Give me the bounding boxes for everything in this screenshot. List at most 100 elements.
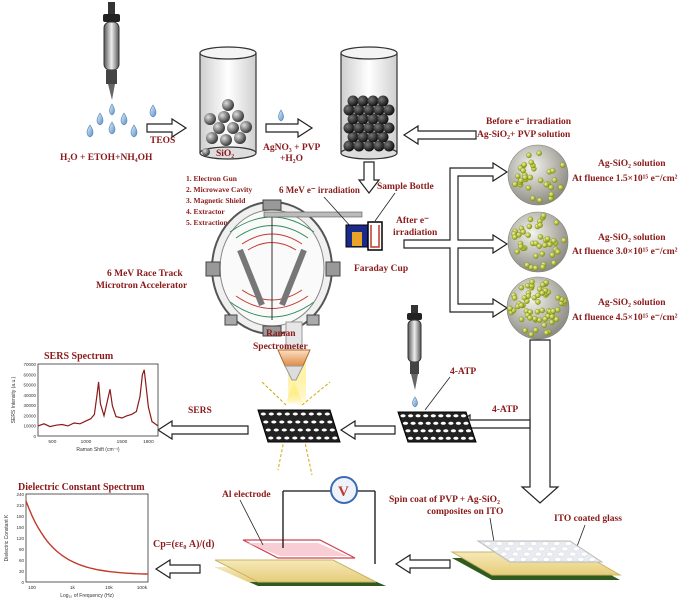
fluence3-line1: Ag-SiO₂ solution [598,298,666,308]
chip-dot [420,429,426,433]
accelerator-line2: Microtron Accelerator [96,281,188,291]
agno3-line1: AgNO₃ + PVP [263,143,321,153]
cp-formula: Cp=(εε₀ A)/(d) [153,539,214,550]
arrow-down-right [520,339,560,504]
mev-label: 6 MeV e⁻ irradiation [279,185,360,195]
voltmeter-label: V [338,484,349,500]
chip-dot [292,436,298,440]
chip-dot [284,412,290,416]
chip-dot [405,429,411,433]
ag-sio2-particle [373,140,385,152]
ito-dot [549,546,557,552]
ito-dot [541,541,549,546]
parts-list-item: 5. Extraction Port [186,218,244,227]
chip-dot [428,429,434,433]
agno3-line2: +H₂O [280,154,303,164]
ito-dot [580,551,588,557]
chip-dot [276,412,282,416]
ito-dot [511,551,519,557]
ag-sio2-particle [367,131,379,143]
ito-dot [515,546,523,552]
al-pointer-line [239,499,264,546]
chip-dot [308,412,314,416]
diel-ytick: 30 [19,569,25,574]
ag-sio2-particle [357,113,369,125]
sio2-particle [220,134,232,146]
sample-bottle-icon [345,221,383,251]
chip-dot [407,436,414,440]
chip-dot [468,436,474,440]
ito-dot [565,557,573,562]
ag-sio2-sphere-1 [507,144,569,206]
ito-dot [530,541,538,546]
chip-dot [303,420,309,424]
chip-dot [268,436,274,440]
fluence1-line2: At fluence 1.5×10¹⁵ e⁻/cm² [572,174,678,184]
ito-dot [572,546,580,552]
chip-dot [413,429,419,433]
chip-dot [332,436,338,440]
after-line1: After e⁻ [396,216,429,226]
chip-dot [289,428,295,432]
ag-sio2-particle [353,122,365,134]
voltmeter-icon: V [330,476,358,504]
ito-dot [531,557,539,562]
drop-icon [278,109,284,122]
ito-dot [561,546,569,552]
chip-dot [438,414,444,418]
ag-sio2-particle [353,140,365,152]
sers-xtick: 1500 [117,439,128,445]
diel-ytick: 0 [21,580,24,585]
diel-chart-title: Dielectric Constant Spectrum [18,482,145,493]
ito-dot [554,557,562,562]
chip-dot [460,436,466,440]
ito-dot [519,557,527,562]
chip-dot [308,436,314,440]
water-drops-icon [86,103,157,138]
chip-dot [313,428,319,432]
chip-dot [430,436,436,440]
pipette-atp-icon [407,305,422,408]
ag-sio2-particle [373,122,385,134]
ag-sio2-particle [377,131,389,143]
ito-dot [508,557,516,562]
chip-dot [329,428,335,432]
ag-sio2-particle [367,95,379,107]
chip-dot [287,420,293,424]
diel-xtick: 1k [70,585,76,591]
sio2-particle [222,99,234,111]
ag-sio2-particle [383,122,395,134]
ito-dot [518,541,526,546]
sers-ytick: 60000 [23,372,36,377]
microtron-accelerator-icon [205,199,363,337]
diel-xtick: 100 [28,585,36,591]
faraday-cup-label: Faraday Cup [354,264,408,274]
chip-dot [433,421,439,425]
chip-dot [263,420,269,424]
ag-sio2-particle [377,95,389,107]
ito-dot [523,551,531,557]
sio2-particle [206,132,218,144]
ag-sio2-particle [347,113,359,125]
ito-glass-icon [450,540,622,580]
sers-xlabel: Raman Shift (cm⁻¹) [76,447,120,453]
sers-ytick: 70000 [23,362,36,367]
fluence1-line1: Ag-SiO₂ solution [598,159,666,169]
sio2-particle [204,113,216,125]
chip-dot [410,421,416,425]
chip-dot [324,436,330,440]
parts-list-item: 3. Magnetic Shield [186,196,246,205]
sers-ytick: 0 [33,434,36,439]
sers-xtick: 500 [48,439,56,445]
ag-sio2-particle [383,140,395,152]
ito-dot [500,551,508,557]
before-line1: Before e⁻ irradiation [486,117,572,127]
chip-dot [319,420,325,424]
ito-dot [577,557,585,562]
diel-ylabel: Dielectric Constant K [4,514,10,561]
chip-dot [463,421,469,425]
ito-dot [503,546,511,552]
ag-sio2-particle [343,140,355,152]
